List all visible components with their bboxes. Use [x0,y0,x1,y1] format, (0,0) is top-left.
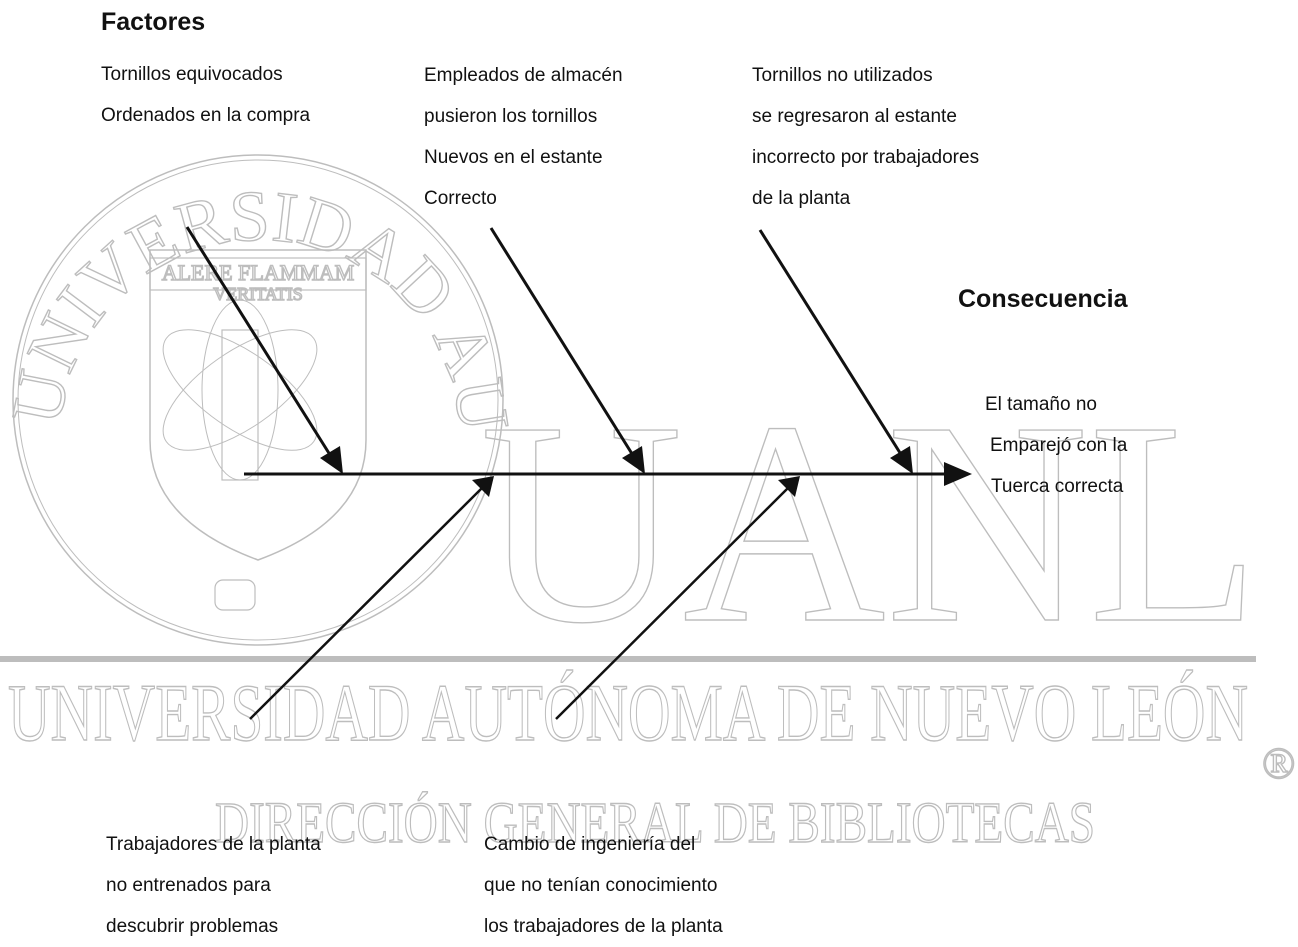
cause-line: no entrenados para [106,875,271,896]
watermark-direction: DIRECCIÓN GENERAL DE BIBLIOTECAS [215,790,1095,855]
cause-line: Trabajadores de la planta [106,834,321,855]
cause-line: Nuevos en el estante [424,147,603,168]
cause-top-1: Tornillos equivocados Ordenados en la co… [101,54,310,136]
consequence-heading: Consecuencia [958,285,1128,313]
cause-bottom-2: Cambio de ingeniería del que no tenían c… [484,824,723,947]
cause-line: Correcto [424,188,497,209]
cause-top-2: Empleados de almacén pusieron los tornil… [424,55,623,219]
cause-line: de la planta [752,188,851,209]
effect-line: El tamaño no [985,394,1097,415]
spine-arrowhead [944,462,972,486]
seal-shield [149,249,367,561]
factors-heading: Factores [101,8,206,36]
cause-line: incorrecto por trabajadores [752,147,980,168]
cause-line: Tornillos no utilizados [752,65,933,86]
bone-top-3 [758,229,913,474]
effect-line: Tuerca correcta [991,476,1124,497]
cause-line: se regresaron al estante [752,106,957,127]
cause-line: los trabajadores de la planta [484,916,723,937]
effect-text: El tamaño no Emparejó con la Tuerca corr… [985,384,1127,507]
cause-line: que no tenían conocimiento [484,875,718,896]
cause-line: Cambio de ingeniería del [484,834,696,855]
watermark-university-name: UNIVERSIDAD AUTÓNOMA DE NUEVO LEÓN [8,667,1248,758]
bone-top-1 [185,226,343,474]
seal-motto-1: ALERE FLAMMAM [162,260,355,285]
seal-motto-2: VERITATIS [213,284,303,304]
effect-line: Emparejó con la [990,435,1128,456]
cause-top-3: Tornillos no utilizados se regresaron al… [752,55,979,219]
cause-line: pusieron los tornillos [424,106,598,127]
registered-mark: ® [1262,739,1295,788]
cause-line: descubrir problemas [106,916,279,937]
bone-top-2 [489,227,645,474]
cause-line: Tornillos equivocados [101,64,283,85]
bone-bottom-2 [555,476,800,720]
bone-bottom-1 [249,476,494,720]
cause-bottom-1: Trabajadores de la planta no entrenados … [106,824,321,947]
cause-line: Empleados de almacén [424,65,623,86]
cause-line: Ordenados en la compra [101,105,311,126]
seal-torch [221,329,259,481]
